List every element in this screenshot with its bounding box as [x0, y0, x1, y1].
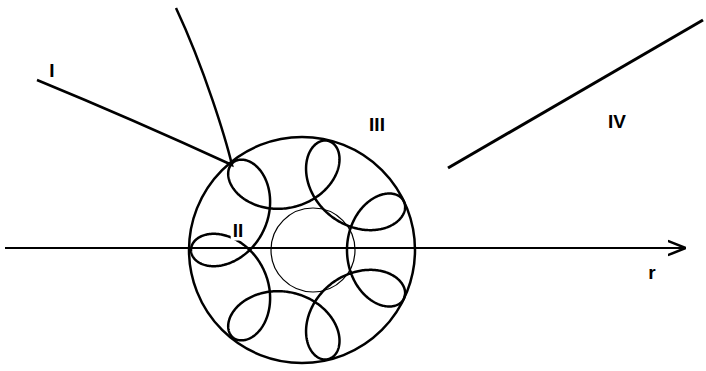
- axis-label: r: [646, 262, 657, 283]
- r-axis: [5, 247, 684, 249]
- region-label: II: [231, 220, 246, 241]
- region-label: I: [47, 60, 56, 81]
- unbound-orbit: [37, 8, 232, 165]
- outer-circle: [189, 137, 415, 363]
- region-label: IV: [606, 111, 628, 132]
- line-iv: [448, 20, 703, 168]
- rosette-orbit: [191, 141, 405, 360]
- region-label: III: [367, 114, 387, 135]
- inner-circle: [271, 208, 355, 292]
